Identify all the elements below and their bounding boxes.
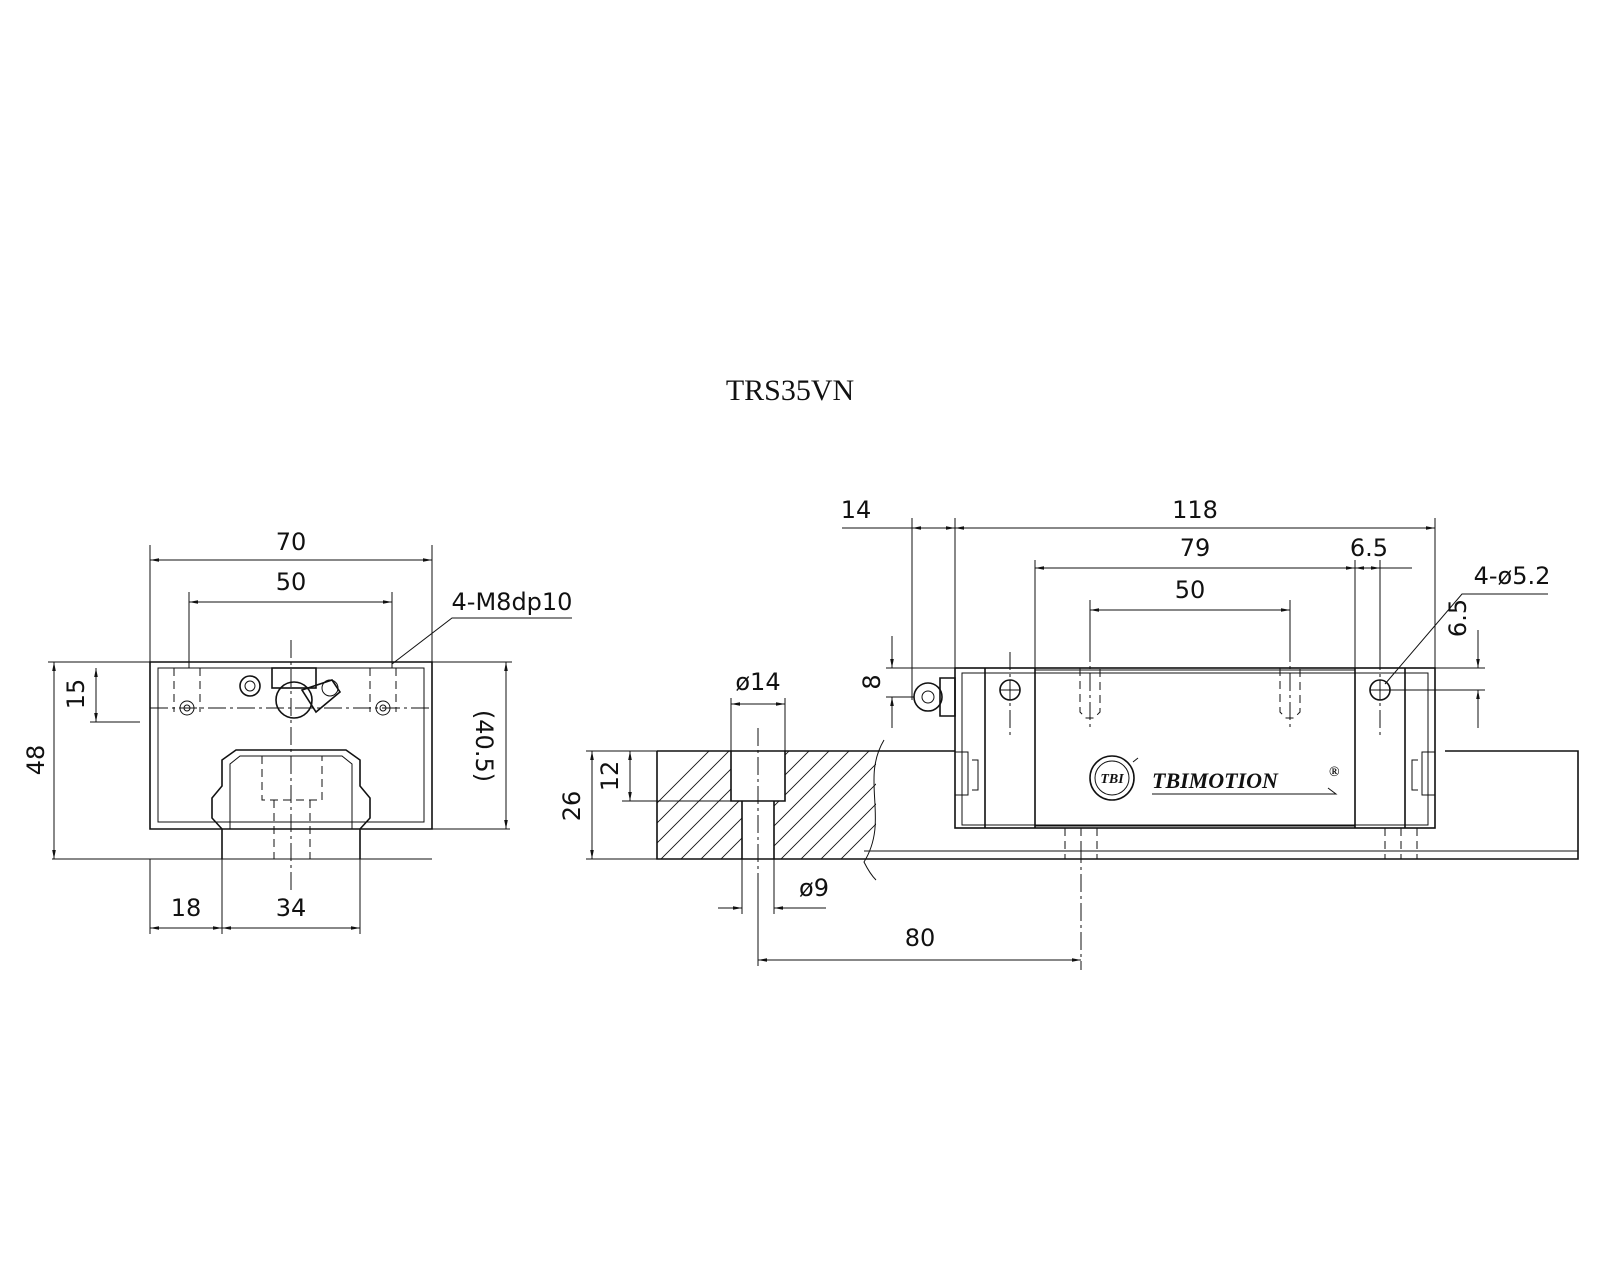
dim-rail-height: 26 xyxy=(558,791,586,822)
tbimotion-logo: TBI TBIMOTION ® xyxy=(1089,755,1340,801)
grease-nipple-icon xyxy=(275,681,313,719)
dim-body: 79 xyxy=(1180,534,1211,562)
logo-registered: ® xyxy=(1329,765,1340,780)
dim-hole: ø9 xyxy=(799,874,829,902)
dim-offset: 6.5 xyxy=(1350,534,1388,562)
side-view: TBI TBIMOTION ® 14 118 79 6.5 50 4-ø5.2 xyxy=(558,496,1579,970)
nipple-body xyxy=(271,667,317,689)
logo-mark-icon xyxy=(1089,755,1135,801)
dim-side: 18 xyxy=(171,894,202,922)
dim-pitch: 80 xyxy=(905,924,936,952)
nipple-side-icon xyxy=(913,682,943,712)
block-side xyxy=(954,667,1436,829)
rail-side xyxy=(876,750,1579,860)
drawing-title: TRS35VN xyxy=(726,374,854,407)
dim-rail-width: 34 xyxy=(276,894,307,922)
logo-brand: TBIMOTION xyxy=(1152,768,1279,793)
dim-height: 48 xyxy=(22,745,50,776)
dim-mount-spacing-side: 50 xyxy=(1175,576,1206,604)
callout-holes: 4-ø5.2 xyxy=(1474,562,1551,590)
front-view: 70 50 4-M8dp10 48 15 (40.5) 18 34 xyxy=(22,528,572,934)
dim-width: 70 xyxy=(276,528,307,556)
logo-mark: TBI xyxy=(1100,772,1124,787)
dim-mount-spacing: 50 xyxy=(276,568,307,596)
dim-counterbore: ø14 xyxy=(735,668,780,696)
callout-thread: 4-M8dp10 xyxy=(452,588,573,616)
dim-nipple: 14 xyxy=(841,496,872,524)
break-line xyxy=(863,739,885,881)
dim-nipple-height: 8 xyxy=(858,674,886,689)
dim-offset-vertical: 6.5 xyxy=(1444,599,1472,637)
block-outline xyxy=(149,661,433,830)
grease-port-icon xyxy=(239,675,261,697)
dim-block-height: (40.5) xyxy=(470,710,498,782)
dim-length: 118 xyxy=(1172,496,1218,524)
dim-top-hole: 15 xyxy=(62,679,90,710)
dim-counterbore-depth: 12 xyxy=(596,761,624,792)
